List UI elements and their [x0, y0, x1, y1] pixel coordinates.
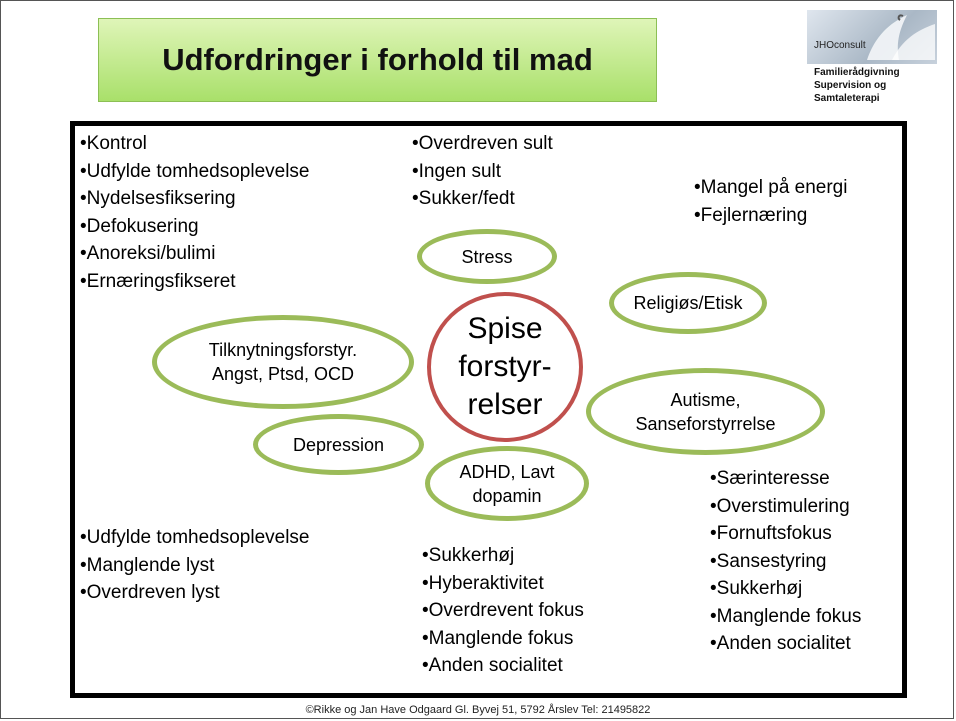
swan-logo-image: JHOconsult	[807, 10, 937, 64]
oval-label: dopamin	[472, 485, 542, 506]
list-item: •Udfylde tomhedsoplevelse	[80, 160, 310, 182]
list-item: •Ingen sult	[412, 160, 502, 182]
oval-depression: Depression	[253, 414, 424, 475]
oval-label: ADHD, Lavt	[459, 461, 555, 482]
oval-tilknytning: Tilknytningsforstyr. Angst, Ptsd, OCD	[152, 315, 414, 409]
list-item: •Anden socialitet	[422, 655, 563, 676]
list-top-left: •Kontrol •Udfylde tomhedsoplevelse •Nyde…	[80, 130, 310, 295]
logo-brand: JHOconsult	[814, 40, 866, 51]
footer-copyright: ©Rikke og Jan Have Odgaard Gl. Byvej 51,…	[305, 704, 651, 716]
list-item: •Sukkerhøj	[710, 578, 803, 599]
list-item: •Anoreksi/bulimi	[80, 243, 216, 264]
list-item: •Fejlernæring	[694, 204, 808, 226]
list-item: •Overdreven sult	[412, 133, 553, 154]
list-bottom-right: •Særinteresse •Overstimulering •Fornufts…	[710, 465, 861, 658]
list-item: •Overdreven lyst	[80, 582, 220, 603]
center-circle: Spise forstyr- relser	[427, 292, 583, 442]
oval-religios-etisk: Religiøs/Etisk	[609, 272, 767, 334]
oval-label: Stress	[461, 246, 513, 267]
center-label: Spise	[467, 312, 543, 345]
oval-label: Depression	[292, 434, 385, 455]
oval-label: Religiøs/Etisk	[633, 293, 743, 313]
logo-line: Familierådgivning	[814, 67, 900, 78]
list-item: •Manglende lyst	[80, 554, 215, 576]
list-item: •Mangel på energi	[694, 177, 848, 198]
list-top-center: •Overdreven sult •Ingen sult •Sukker/fed…	[412, 130, 553, 213]
list-top-right: •Mangel på energi •Fejlernæring	[694, 174, 847, 229]
logo-tagline: Familierådgivning Supervision og Samtale…	[814, 66, 900, 105]
list-item: •Anden socialitet	[710, 633, 851, 654]
list-item: •Manglende fokus	[422, 627, 574, 649]
list-item: •Hyberaktivitet	[422, 572, 544, 594]
list-item: •Sukker/fedt	[412, 188, 515, 209]
oval-label: Angst, Ptsd, OCD	[211, 364, 355, 384]
list-item: •Kontrol	[80, 133, 147, 154]
slide-title: Udfordringer i forhold til mad	[162, 42, 593, 77]
list-item: •Nydelsesfiksering	[80, 188, 236, 209]
list-item: •Særinteresse	[710, 468, 830, 489]
oval-adhd: ADHD, Lavt dopamin	[425, 446, 589, 521]
list-item: •Overdrevent fokus	[422, 600, 584, 621]
title-box: Udfordringer i forhold til mad	[98, 18, 657, 102]
oval-label: Sanseforstyrrelse	[635, 413, 776, 434]
center-label: forstyr-	[458, 350, 552, 383]
oval-stress: Stress	[417, 229, 557, 284]
list-bottom-center: •Sukkerhøj •Hyberaktivitet •Overdrevent …	[422, 542, 584, 680]
swan-icon	[867, 14, 935, 60]
oval-autisme: Autisme, Sanseforstyrrelse	[586, 368, 825, 455]
oval-label: Autisme,	[670, 389, 741, 410]
logo: JHOconsult Familierådgivning Supervision…	[807, 10, 937, 114]
logo-line: Supervision og	[814, 80, 887, 91]
list-bottom-left: •Udfylde tomhedsoplevelse •Manglende lys…	[80, 524, 310, 607]
oval-label: Tilknytningsforstyr.	[208, 340, 358, 360]
list-item: •Manglende fokus	[710, 605, 862, 627]
list-item: •Fornuftsfokus	[710, 523, 832, 544]
list-item: •Udfylde tomhedsoplevelse	[80, 527, 310, 548]
list-item: •Sukkerhøj	[422, 545, 515, 566]
list-item: •Overstimulering	[710, 495, 850, 517]
logo-line: Samtaleterapi	[814, 93, 880, 104]
list-item: •Sansestyring	[710, 550, 827, 572]
list-item: •Ernæringsfikseret	[80, 270, 236, 292]
list-item: •Defokusering	[80, 215, 199, 237]
center-label: relser	[467, 388, 543, 421]
main-content-box	[70, 121, 907, 698]
